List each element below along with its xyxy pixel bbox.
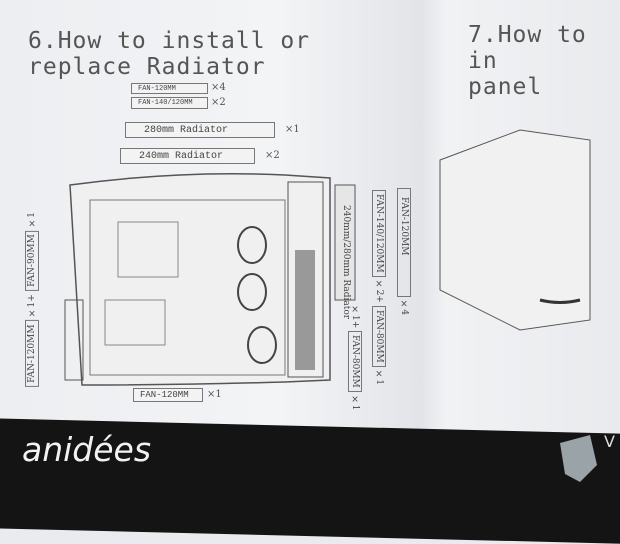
brand-logo: anidées bbox=[22, 430, 152, 469]
part-280-radiator: 280mm Radiator bbox=[125, 122, 275, 138]
part-240-radiator: 240mm Radiator bbox=[120, 148, 255, 164]
qty: ×1 bbox=[207, 389, 222, 400]
part-fan-140: FAN-140/120MM bbox=[131, 97, 208, 109]
part-fan-120: FAN-120MM bbox=[131, 83, 208, 94]
case-diagram bbox=[64, 129, 591, 386]
qty: ×4 bbox=[211, 82, 226, 93]
tt-logo-icon bbox=[560, 435, 597, 482]
qty: ×1 bbox=[285, 124, 300, 135]
radiator-qty-label: ×1+ FAN-80MM ×1 bbox=[348, 305, 362, 411]
qty: ×2 bbox=[265, 150, 280, 161]
qty: ×2 bbox=[211, 97, 226, 108]
bottom-fan-label: FAN-120MM bbox=[133, 388, 203, 402]
fan-120-label: FAN-120MM ×4 bbox=[397, 188, 411, 315]
fan-140-label: FAN-140/120MM ×2+ FAN-80MM ×1 bbox=[372, 190, 386, 385]
footer-partial-text: V bbox=[604, 432, 615, 451]
radiator-label: 240mm/280mm Radiator bbox=[341, 205, 351, 320]
